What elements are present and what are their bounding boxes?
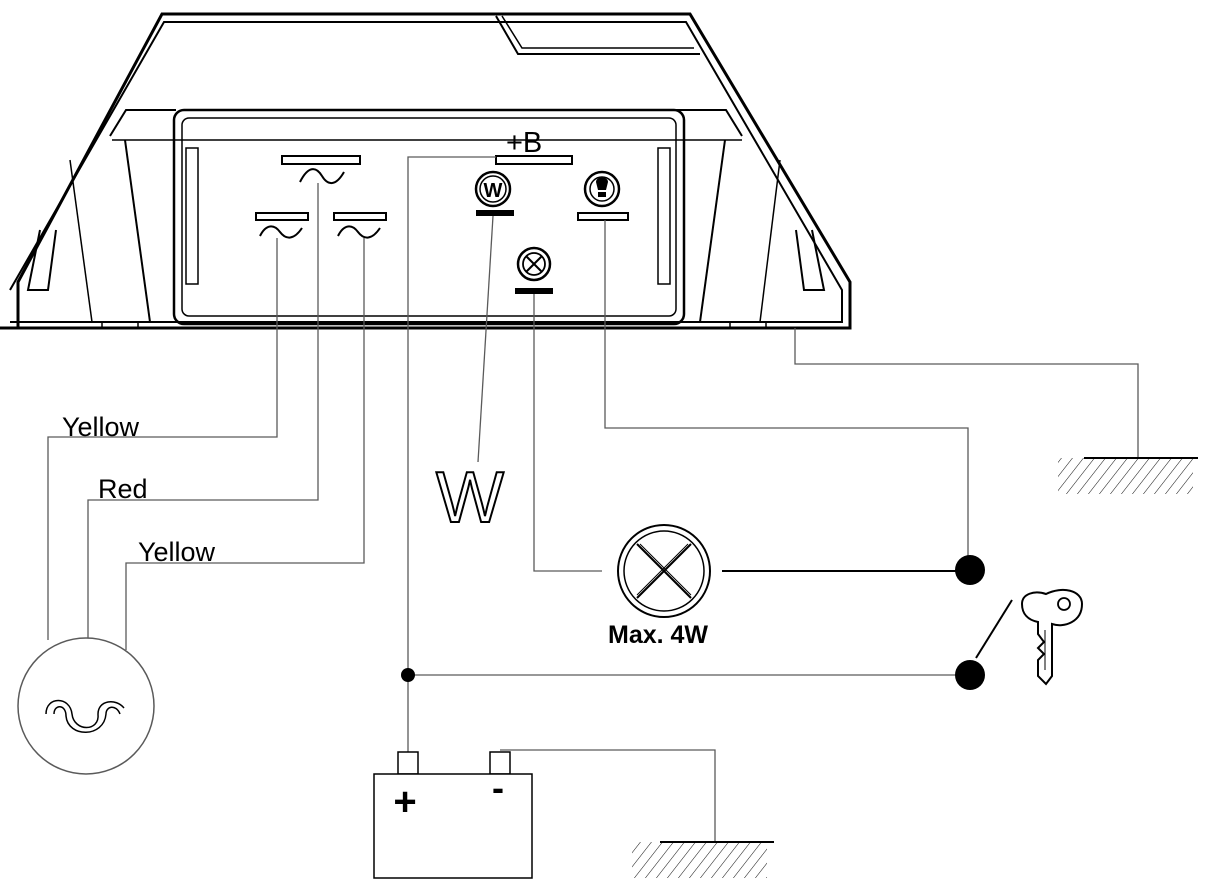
wire-lamp bbox=[533, 294, 602, 572]
ac-terminal-right bbox=[333, 212, 387, 239]
wire-chassis-ground bbox=[794, 328, 1139, 458]
regulator-housing bbox=[0, 12, 852, 330]
wire-yellow-1 bbox=[47, 238, 278, 640]
label-yellow-2: Yellow bbox=[138, 537, 216, 567]
ignition-switch bbox=[955, 555, 1013, 690]
battery-negative-label: - bbox=[492, 767, 504, 808]
key-icon bbox=[1020, 588, 1084, 686]
battery-positive-label: + bbox=[393, 780, 416, 824]
w-terminal-symbol: W bbox=[484, 180, 503, 202]
ground-symbol-chassis bbox=[1058, 457, 1198, 494]
battery-positive-post bbox=[397, 751, 419, 775]
ground-symbol-battery bbox=[632, 841, 774, 878]
wire-ignition bbox=[604, 220, 969, 560]
junction-dot bbox=[401, 668, 415, 682]
w-output-label: W bbox=[436, 458, 504, 538]
ac-terminal-left bbox=[255, 212, 309, 239]
lamp-terminal bbox=[515, 246, 553, 294]
battery-body bbox=[373, 773, 533, 879]
wire-yellow-2 bbox=[125, 238, 365, 650]
b-plus-terminal: +B bbox=[495, 127, 573, 165]
ac-terminal-top bbox=[281, 155, 361, 184]
lamp-rating-label: Max. 4W bbox=[608, 621, 708, 649]
charge-lamp bbox=[617, 524, 711, 618]
w-terminal: W bbox=[474, 170, 514, 216]
ignition-terminal bbox=[577, 170, 629, 221]
alternator-symbol bbox=[17, 637, 155, 775]
wire-w-output bbox=[477, 215, 494, 463]
label-red: Red bbox=[98, 474, 148, 504]
wiring bbox=[47, 156, 1139, 842]
wire-b-plus bbox=[407, 156, 496, 752]
wire-battery-negative bbox=[500, 749, 716, 842]
label-yellow-1: Yellow bbox=[62, 412, 140, 442]
battery-symbol: + - bbox=[373, 751, 533, 879]
wire-red bbox=[87, 183, 319, 640]
b-plus-label: +B bbox=[506, 127, 542, 159]
